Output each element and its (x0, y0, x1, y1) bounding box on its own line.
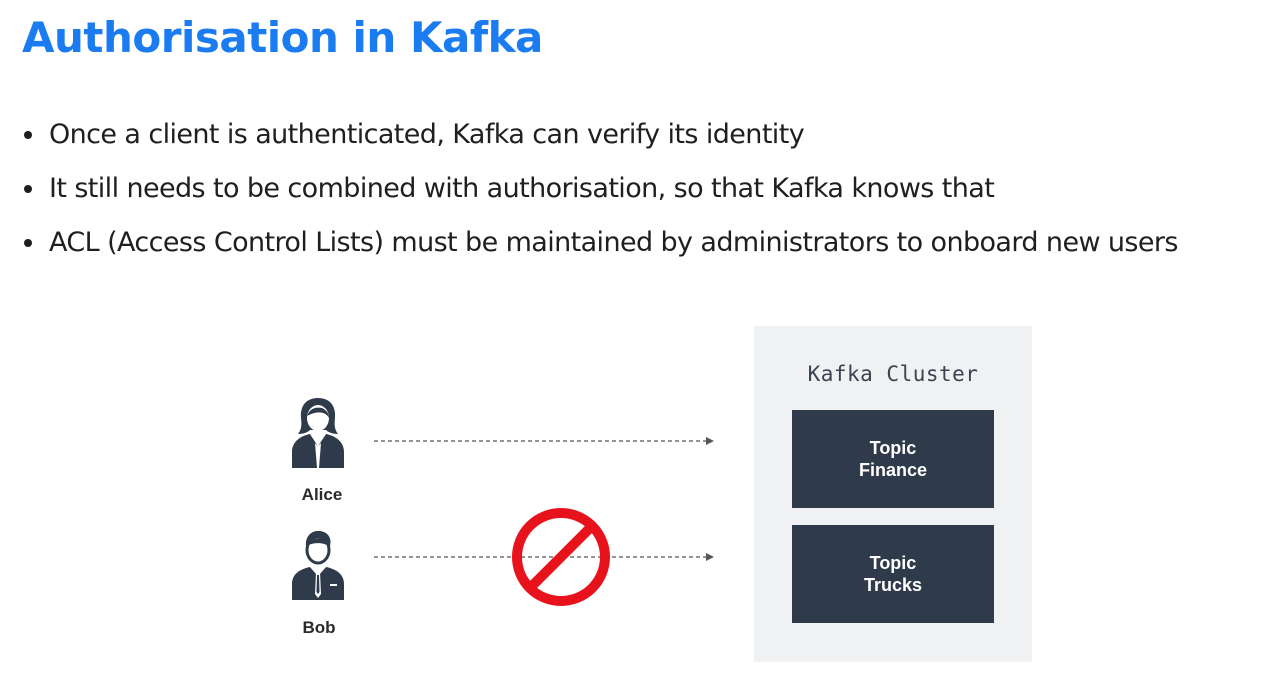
topic-name: Trucks (863, 575, 923, 595)
topic-label: Topic (869, 438, 917, 458)
bullet-dot (24, 131, 32, 139)
bullet-list: Once a client is authenticated, Kafka ca… (24, 113, 1178, 275)
no-entry-icon (508, 505, 614, 611)
bullet-item: Once a client is authenticated, Kafka ca… (24, 113, 1178, 167)
cluster-label: Kafka Cluster (807, 362, 979, 386)
bullet-text: Once a client is authenticated, Kafka ca… (49, 119, 805, 150)
bullet-text: ACL (Access Control Lists) must be maint… (49, 227, 1178, 258)
topic-label: Topic (869, 553, 917, 573)
topic-trucks: Topic Trucks (792, 525, 994, 623)
user-label-alice: Alice (301, 485, 343, 504)
businessman-icon (286, 528, 350, 600)
user-label-bob: Bob (302, 618, 336, 637)
topic-finance: Topic Finance (792, 410, 994, 508)
bullet-item: ACL (Access Control Lists) must be maint… (24, 221, 1178, 275)
bullet-dot (24, 239, 32, 247)
businesswoman-icon (286, 396, 350, 468)
bullet-dot (24, 185, 32, 193)
access-arrow-bob (374, 550, 716, 562)
page-title: Authorisation in Kafka (22, 13, 543, 62)
bullet-item: It still needs to be combined with autho… (24, 167, 1178, 221)
kafka-cluster: Kafka Cluster Topic Finance Topic Trucks (754, 326, 1032, 662)
access-arrow-alice (374, 434, 716, 446)
topic-name: Finance (858, 460, 928, 480)
bullet-text: It still needs to be combined with autho… (49, 173, 995, 204)
